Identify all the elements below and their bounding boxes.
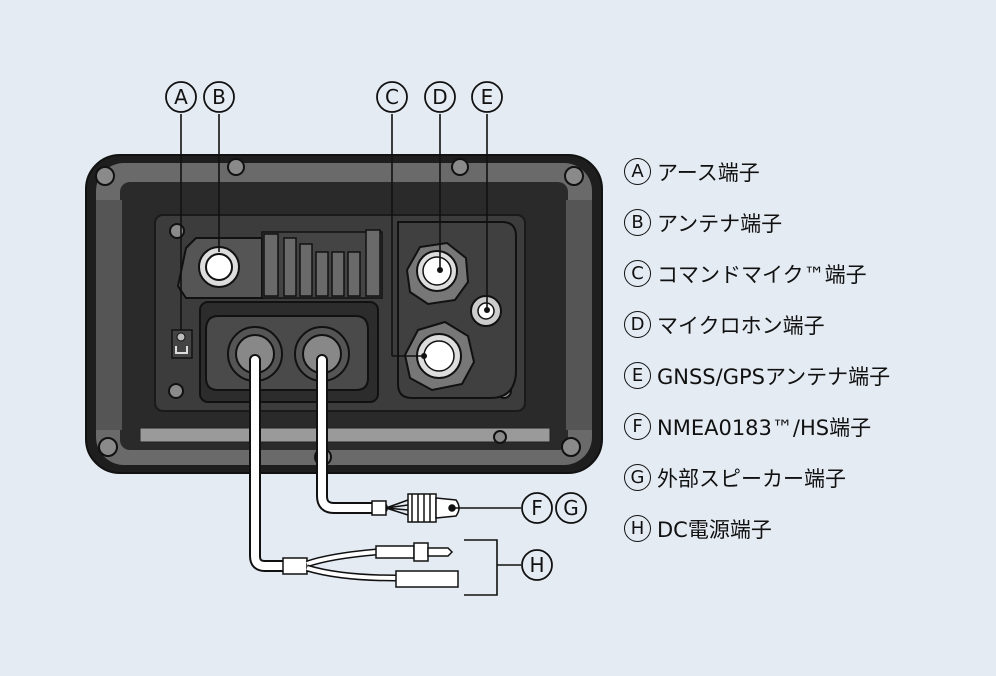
legend-label: アンテナ端子 (657, 211, 783, 236)
legend-badge: E (624, 362, 651, 389)
legend-label: NMEA0183™/HS端子 (657, 415, 872, 440)
legend-badge: D (624, 311, 651, 338)
legend-badge: H (624, 515, 651, 542)
ground-terminal (171, 329, 193, 359)
svg-text:C: C (385, 85, 399, 109)
legend-badge: A (624, 158, 651, 185)
legend-badge: C (624, 260, 651, 287)
legend-label: アース端子 (657, 160, 760, 185)
leader-lines (180, 114, 521, 596)
callout-h: H (521, 549, 553, 581)
legend-label: マイクロホン端子 (657, 313, 825, 338)
heat-sink (261, 229, 383, 299)
legend-item-gnss: E GNSS/GPSアンテナ端子 (624, 350, 890, 401)
callout-b: B (203, 81, 235, 113)
cable-gland-block (199, 301, 379, 403)
connector-legend: A アース端子 B アンテナ端子 C コマンドマイク™端子 D マイクロホン端子… (624, 146, 890, 554)
legend-item-ground: A アース端子 (624, 146, 890, 197)
dc-power-connector (282, 542, 459, 588)
legend-item-speaker: G 外部スピーカー端子 (624, 452, 890, 503)
legend-item-nmea: F NMEA0183™/HS端子 (624, 401, 890, 452)
cables (249, 354, 388, 572)
svg-text:A: A (174, 85, 188, 109)
svg-text:E: E (481, 85, 494, 109)
legend-item-command-mic: C コマンドマイク™端子 (624, 248, 890, 299)
callout-f: F (521, 492, 553, 524)
svg-text:H: H (529, 553, 544, 577)
callout-a: A (165, 81, 197, 113)
legend-item-microphone: D マイクロホン端子 (624, 299, 890, 350)
connector-region (397, 221, 517, 399)
antenna-connector (176, 237, 263, 299)
legend-badge: F (624, 413, 651, 440)
svg-text:F: F (531, 496, 543, 520)
legend-label: DC電源端子 (657, 517, 772, 542)
legend-badge: B (624, 209, 651, 236)
nmea-speaker-connector (371, 493, 460, 523)
legend-item-antenna: B アンテナ端子 (624, 197, 890, 248)
callout-c: C (376, 81, 408, 113)
legend-label: コマンドマイク™端子 (657, 262, 867, 287)
legend-label: 外部スピーカー端子 (657, 466, 846, 491)
callout-e: E (471, 81, 503, 113)
legend-item-dc-power: H DC電源端子 (624, 503, 890, 554)
legend-badge: G (624, 464, 651, 491)
svg-text:B: B (212, 85, 226, 109)
svg-text:D: D (432, 85, 447, 109)
callout-d: D (424, 81, 456, 113)
legend-label: GNSS/GPSアンテナ端子 (657, 364, 891, 389)
svg-text:G: G (563, 496, 579, 520)
callout-g: G (555, 492, 587, 524)
